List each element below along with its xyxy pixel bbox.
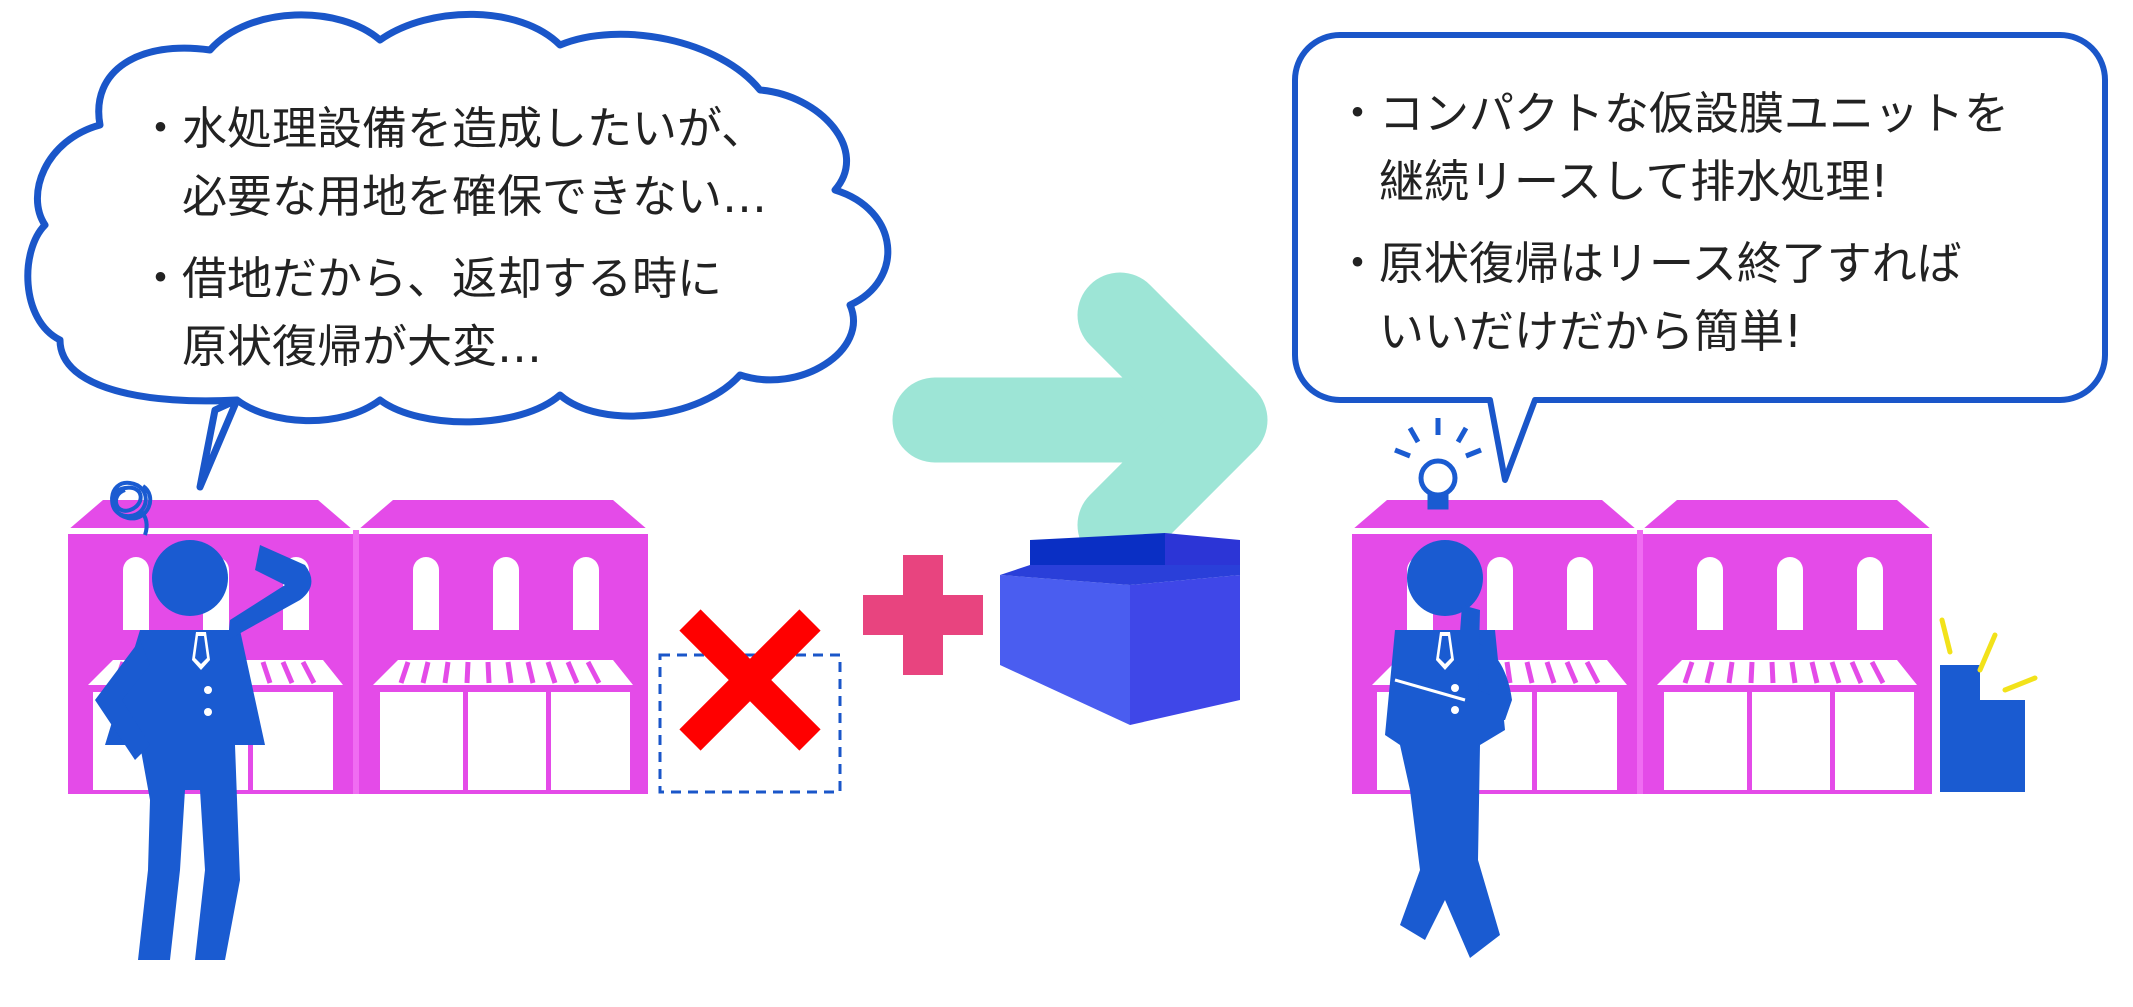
left-bubble-text: ・ 水処理設備を造成したいが、 必要な用地を確保できない… ・ 借地だから、返却… [138, 95, 767, 381]
right-speech-bubble [1292, 32, 2108, 483]
lightbulb-icon [1394, 418, 1482, 510]
arrow-right-icon [892, 272, 1268, 568]
left-bullet-1: ・ 水処理設備を造成したいが、 [138, 102, 767, 155]
cross-mark [679, 609, 821, 751]
left-cloud-bubble [24, 10, 892, 491]
right-bullet-1: ・ コンパクトな仮設膜ユニットを [1335, 87, 2010, 140]
empty-lot [658, 653, 842, 794]
installed-unit-icon [1940, 665, 2025, 792]
right-bullet-2: ・ 原状復帰はリース終了すれば [1335, 237, 1962, 290]
right-bubble-text: ・ コンパクトな仮設膜ユニットを 継続リースして排水処理! ・ 原状復帰はリース… [1335, 80, 2009, 366]
right-person [1385, 540, 1512, 958]
left-person [95, 540, 312, 960]
confused-scribble-icon [110, 480, 153, 536]
membrane-unit-icon [1000, 533, 1240, 725]
left-bullet-2: ・ 借地だから、返却する時に [138, 252, 723, 305]
plus-sign [863, 555, 983, 675]
spark-lines [1939, 617, 2038, 693]
